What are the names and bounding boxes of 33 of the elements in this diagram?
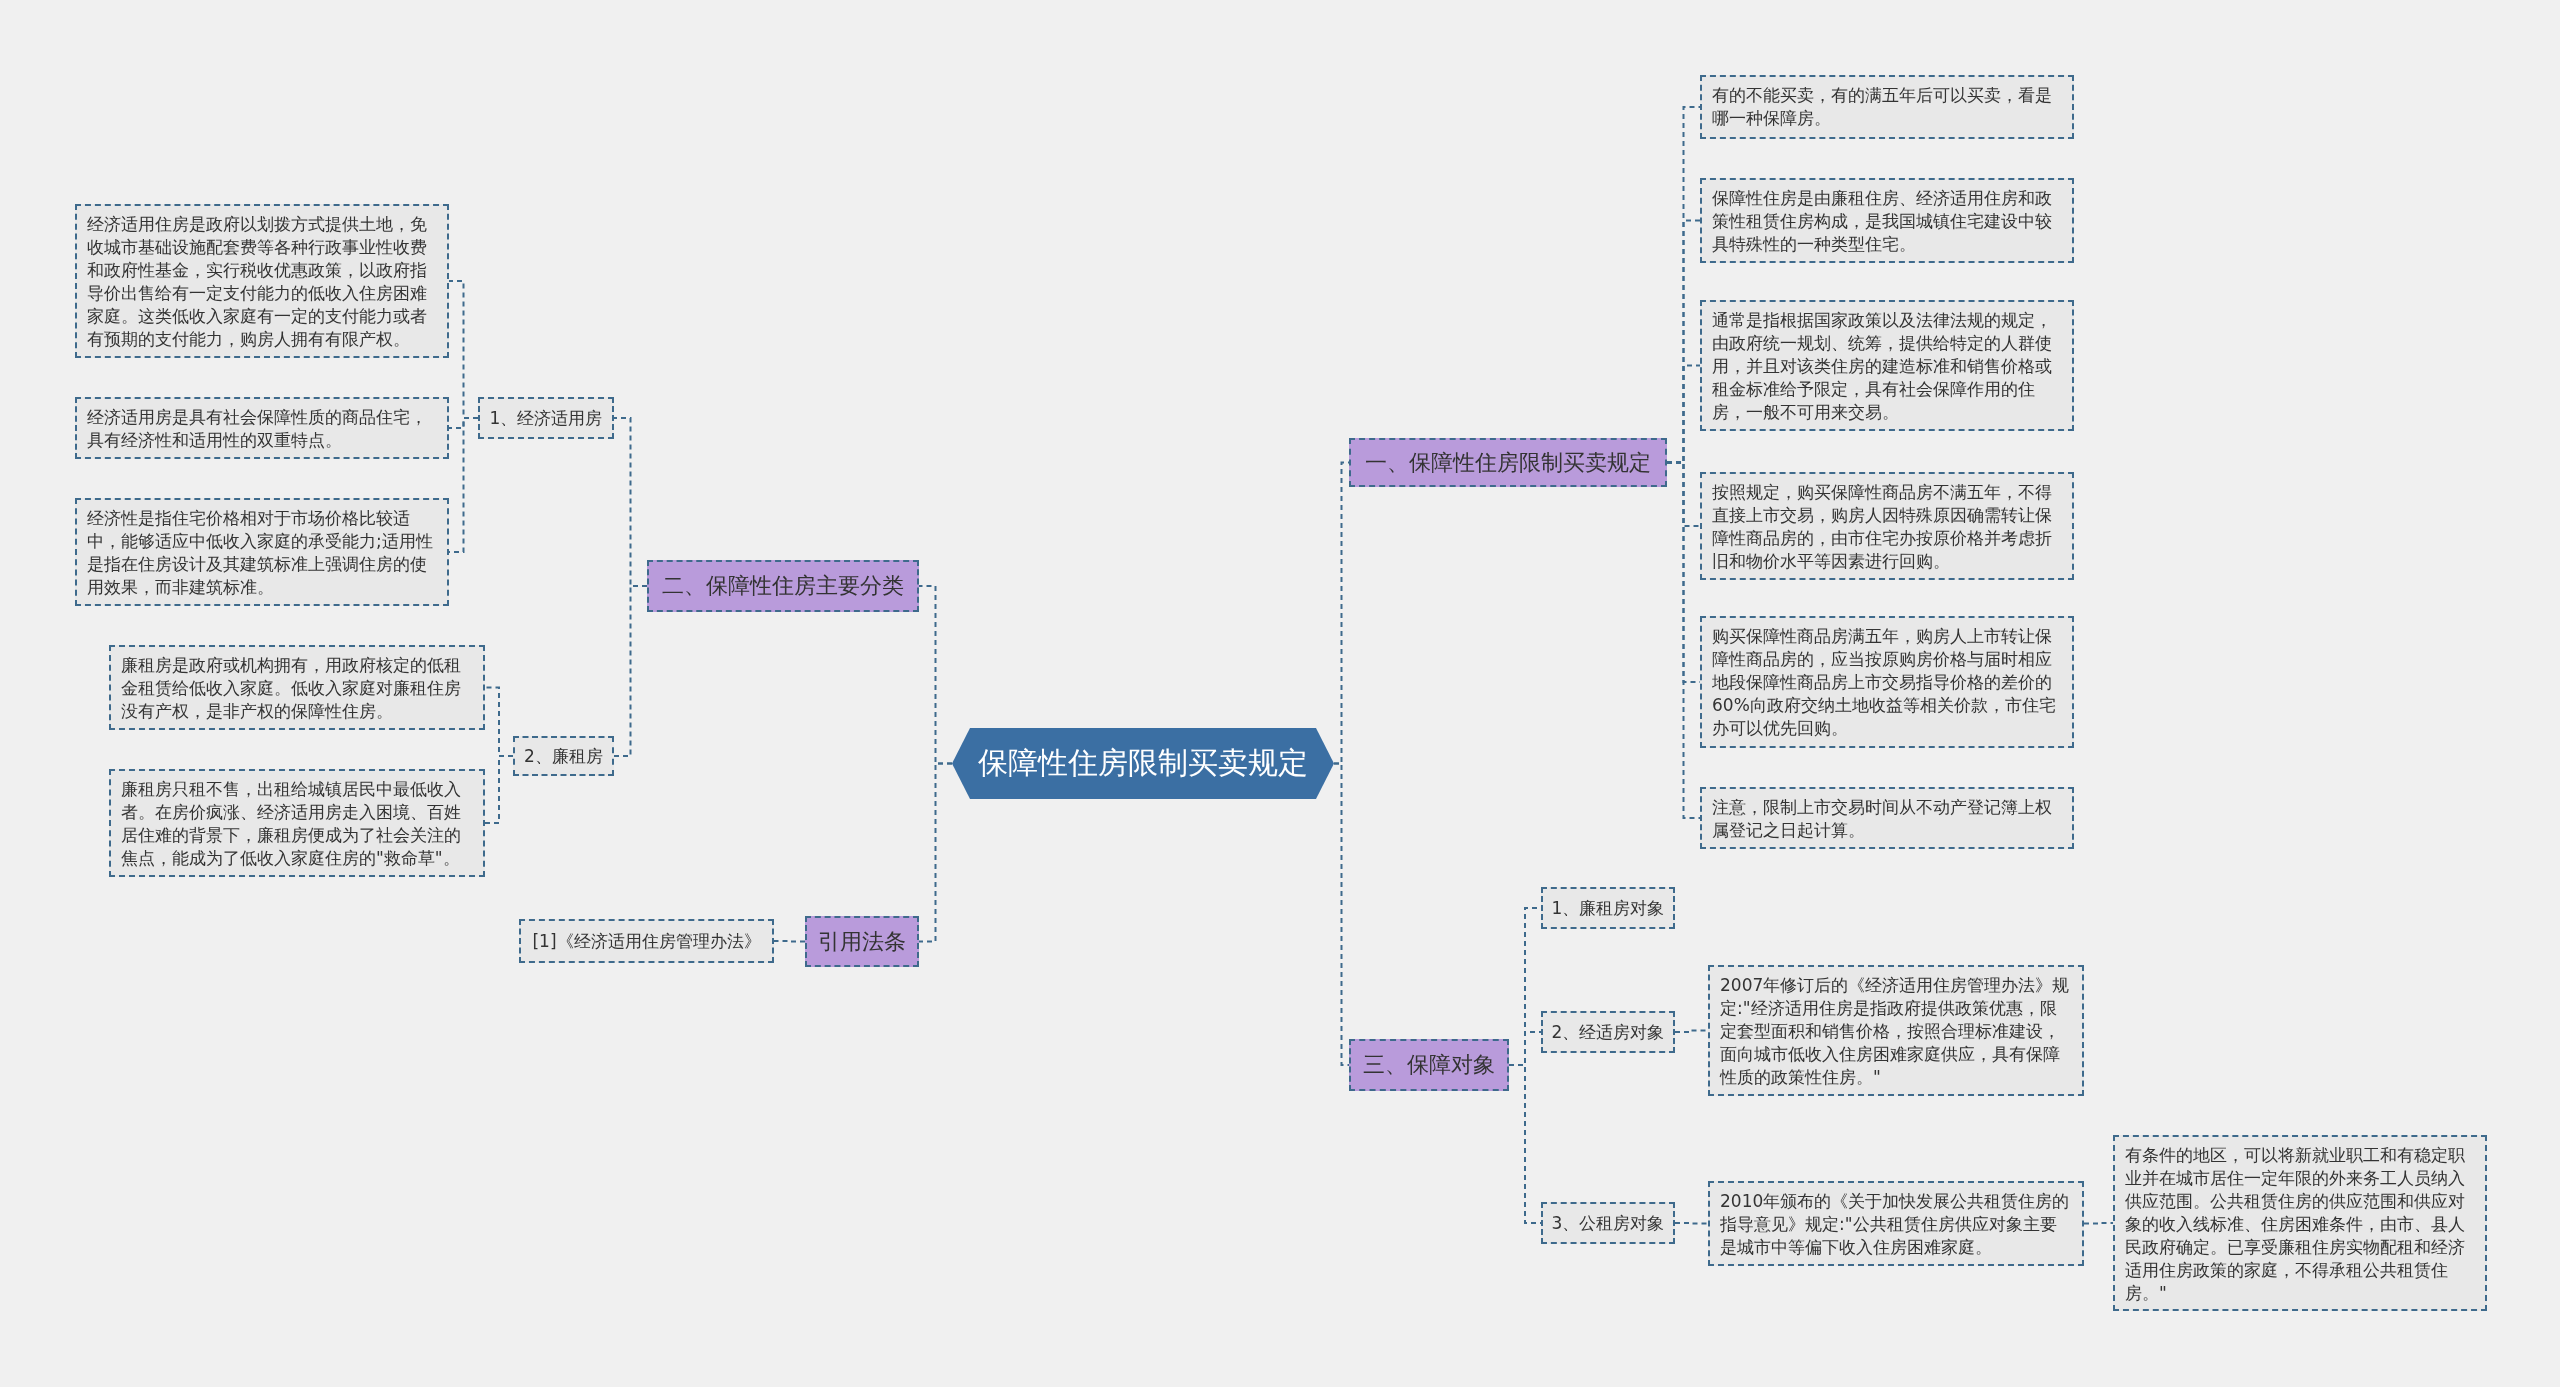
note-box: 有的不能买卖，有的满五年后可以买卖，看是哪一种保障房。 (1700, 75, 2074, 139)
connector-line (1333, 762, 1350, 1066)
note-box: 2007年修订后的《经济适用住房管理办法》规定:"经济适用住房是指政府提供政策优惠，限定套型面积和销售价格，按照合理标准建设，面向城市低收入住房困难家庭供应，具有保障性质的政策性住房。" (1708, 965, 2084, 1096)
subtopic-box: 2、经适房对象 (1541, 1011, 1675, 1053)
connector-line (918, 762, 953, 943)
central-topic-hexagon: 保障性住房限制买卖规定 (952, 728, 1334, 799)
note-box: 廉租房只租不售，出租给城镇居民中最低收入者。在房价疯涨、经济适用房走入困境、百姓居住难的背景下，廉租房便成为了社会关注的焦点，能成为了低收入家庭住房的"救命草"。 (109, 769, 485, 877)
note-box: 通常是指根据国家政策以及法律法规的规定，由政府统一规划、统筹，提供给特定的人群使用，并且对该类住房的建造标准和销售价格或租金标准给予限定，具有社会保障作用的住房，一般不可用来交易。 (1700, 300, 2074, 431)
note-box: 2010年颁布的《关于加快发展公共租赁住房的指导意见》规定:"公共租赁住房供应对象主要是城市中等偏下收入住房困难家庭。 (1708, 1181, 2084, 1266)
note-box: 购买保障性商品房满五年，购房人上市转让保障性商品房的，应当按原购房价格与届时相应地段保障性商品房上市交易指导价格的差价的60%向政府交纳土地收益等相关价款，市住宅办可以优先回购。 (1700, 616, 2074, 748)
connector-line (484, 755, 514, 824)
note-box: 廉租房是政府或机构拥有，用政府核定的低租金租赁给低收入家庭。低收入家庭对廉租住房没有产权，是非产权的保障性住房。 (109, 645, 485, 730)
connector-line (613, 585, 648, 757)
note-box: 注意，限制上市交易时间从不动产登记簿上权属登记之日起计算。 (1700, 787, 2074, 849)
subtopic-box: 1、经济适用房 (478, 397, 614, 439)
branch-topic-box: 二、保障性住房主要分类 (647, 560, 919, 612)
branch-topic-box: 三、保障对象 (1349, 1039, 1509, 1091)
subtopic-box: 1、廉租房对象 (1541, 887, 1675, 929)
note-box: 经济适用住房是政府以划拨方式提供土地，免收城市基础设施配套费等各种行政事业性收费和政府性基金，实行税收优惠政策，以政府指导价出售给有一定支付能力的低收入住房困难家庭。这类低收入家庭有一定的支付能力或者有预期的支付能力，购房人拥有有限产权。 (75, 204, 449, 358)
note-box: 保障性住房是由廉租住房、经济适用住房和政策性租赁住房构成，是我国城镇住宅建设中较具特殊性的一种类型住宅。 (1700, 178, 2074, 263)
note-box: 有条件的地区，可以将新就业职工和有稳定职业并在城市居住一定年限的外来务工人员纳入供应范围。公共租赁住房的供应范围和供应对象的收入线标准、住房困难条件，由市、县人民政府确定。已享受廉租住房实物配租和经济适用住房政策的家庭，不得承租公共租赁住房。" (2113, 1135, 2487, 1311)
subtopic-box: 3、公租房对象 (1541, 1202, 1675, 1244)
note-box: 经济适用房是具有社会保障性质的商品住宅，具有经济性和适用性的双重特点。 (75, 397, 449, 459)
connector-line (1674, 1222, 1709, 1225)
subtopic-box: 2、廉租房 (513, 736, 614, 776)
note-box: 按照规定，购买保障性商品房不满五年，不得直接上市交易，购房人因特殊原因确需转让保障性商品房的，由市住宅办按原价格并考虑折旧和物价水平等因素进行回购。 (1700, 472, 2074, 580)
note-box: 经济性是指住宅价格相对于市场价格比较适中，能够适应中低收入家庭的承受能力;适用性是指在住房设计及其建筑标准上强调住房的使用效果，而非建筑标准。 (75, 498, 449, 606)
connector-line (2083, 1222, 2114, 1225)
subtopic-box: [1]《经济适用住房管理办法》 (519, 919, 774, 963)
connector-line (1674, 1029, 1709, 1033)
branch-topic-box: 引用法条 (805, 916, 919, 967)
branch-topic-box: 一、保障性住房限制买卖规定 (1349, 438, 1667, 487)
connector-line (773, 940, 806, 943)
